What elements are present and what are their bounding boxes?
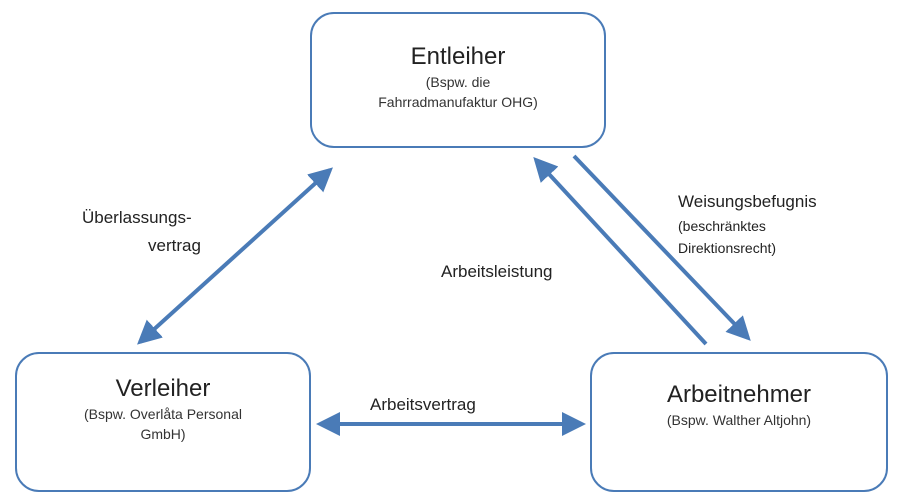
edge-label-arbeitsvertrag: Arbeitsvertrag xyxy=(370,395,476,414)
node-entleiher-sub-2: Fahrradmanufaktur OHG) xyxy=(378,94,538,110)
node-arbeitnehmer: Arbeitnehmer (Bspw. Walther Altjohn) xyxy=(590,352,888,492)
node-verleiher: Verleiher (Bspw. Overlåta Personal GmbH) xyxy=(15,352,311,492)
node-entleiher-sub-1: (Bspw. die xyxy=(425,74,491,90)
node-verleiher-sub-2: GmbH) xyxy=(140,426,186,442)
node-arbeitnehmer-title: Arbeitnehmer xyxy=(666,381,812,408)
edge-label-arbeitsleistung: Arbeitsleistung xyxy=(441,262,553,281)
node-entleiher-title: Entleiher xyxy=(410,43,506,70)
arrow-weisungsbefugnis xyxy=(572,154,751,341)
arrow-ueberlassungsvertrag xyxy=(137,167,333,345)
node-entleiher: Entleiher (Bspw. die Fahrradmanufaktur O… xyxy=(310,12,606,148)
node-verleiher-title: Verleiher xyxy=(115,375,211,402)
node-verleiher-sub-1: (Bspw. Overlåta Personal xyxy=(84,406,242,422)
edge-label-weisungsbefugnis-1: Weisungsbefugnis xyxy=(678,192,817,211)
edge-label-ueberlassungsvertrag-2: vertrag xyxy=(148,236,201,255)
node-arbeitnehmer-sub-1: (Bspw. Walther Altjohn) xyxy=(666,412,812,428)
edge-label-ueberlassungsvertrag-1: Überlassungs- xyxy=(82,208,192,227)
arrow-arbeitsleistung xyxy=(533,157,708,346)
edge-label-weisungsbefugnis-3: Direktionsrecht) xyxy=(678,240,777,256)
edge-label-weisungsbefugnis-2: (beschränktes xyxy=(678,218,766,234)
